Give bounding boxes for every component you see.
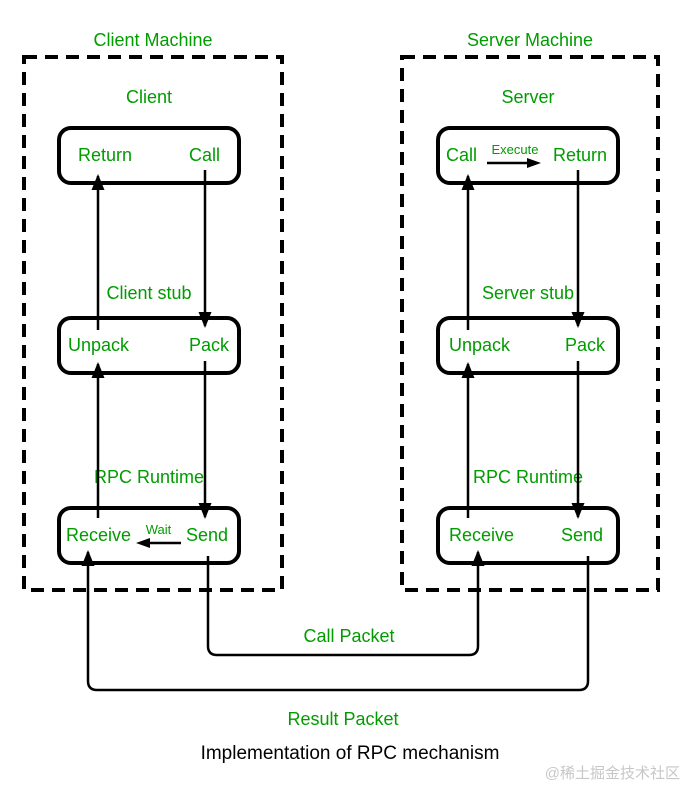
client-node: Return Call bbox=[57, 126, 241, 185]
execute-group: Execute bbox=[487, 143, 542, 168]
client-label: Client bbox=[125, 87, 173, 107]
diagram-caption: Implementation of RPC mechanism bbox=[200, 743, 500, 764]
client-receive-label: Receive bbox=[66, 525, 132, 545]
execute-label: Execute bbox=[491, 142, 539, 157]
wait-group: Wait bbox=[135, 523, 182, 548]
wait-label: Wait bbox=[145, 522, 172, 537]
server-machine-title: Server Machine bbox=[466, 30, 594, 50]
client-rpc-node: Receive Wait Send bbox=[57, 506, 241, 565]
result-packet-label: Result Packet bbox=[287, 709, 399, 729]
server-unpack-label: Unpack bbox=[449, 335, 511, 355]
server-return-label: Return bbox=[552, 145, 607, 165]
execute-arrow-icon bbox=[487, 158, 542, 168]
call-packet-label: Call Packet bbox=[303, 626, 395, 646]
watermark-text: @稀土掘金技术社区 bbox=[544, 765, 680, 782]
client-pack-label: Pack bbox=[188, 335, 229, 355]
server-receive-label: Receive bbox=[449, 525, 515, 545]
server-rpc-runtime-label: RPC Runtime bbox=[472, 467, 584, 487]
client-stub-node: Unpack Pack bbox=[57, 316, 241, 375]
client-return-label: Return bbox=[78, 145, 133, 165]
server-call-label: Call bbox=[446, 145, 478, 165]
server-rpc-node: Receive Send bbox=[436, 506, 620, 565]
server-stub-label: Server stub bbox=[481, 283, 575, 303]
server-node: Call Execute Return bbox=[436, 126, 620, 185]
wait-arrow-icon bbox=[135, 538, 181, 548]
server-stub-node: Unpack Pack bbox=[436, 316, 620, 375]
client-call-label: Call bbox=[188, 145, 220, 165]
server-send-label: Send bbox=[560, 525, 603, 545]
client-machine-title: Client Machine bbox=[93, 30, 213, 50]
client-rpc-runtime-label: RPC Runtime bbox=[93, 467, 205, 487]
client-unpack-label: Unpack bbox=[68, 335, 130, 355]
server-pack-label: Pack bbox=[564, 335, 605, 355]
client-stub-label: Client stub bbox=[106, 283, 192, 303]
server-label: Server bbox=[501, 87, 555, 107]
client-send-label: Send bbox=[185, 525, 228, 545]
result-packet-path bbox=[81, 550, 590, 692]
